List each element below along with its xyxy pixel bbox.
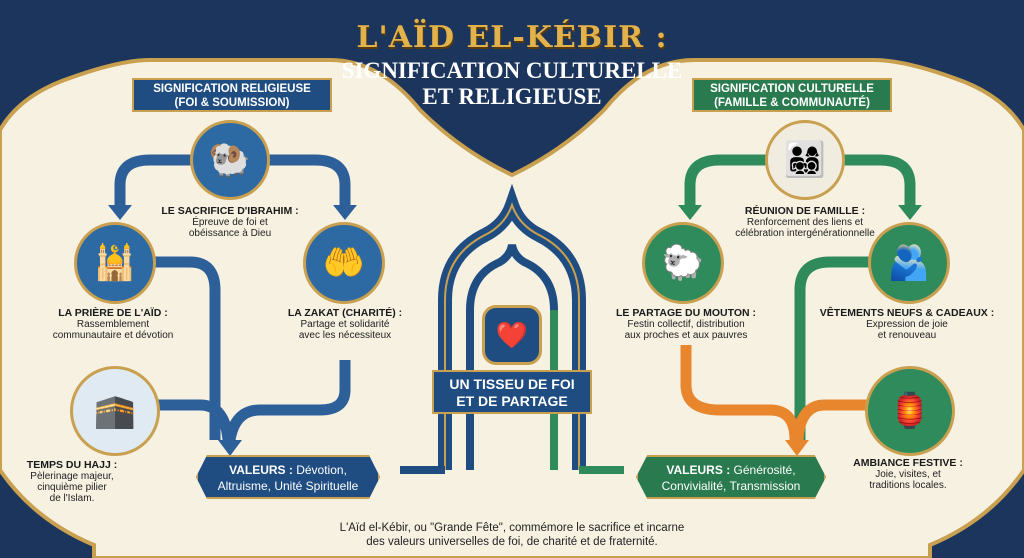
religious-connectors — [114, 154, 351, 442]
center-ribbon: UN TISSEU DE FOI ET DE PARTAGE — [432, 370, 592, 414]
footer-caption: L'Aïd el-Kébir, ou "Grande Fête", commém… — [262, 521, 762, 549]
values-label: VALEURS : — [666, 463, 731, 477]
item-text: et renouveau — [877, 330, 937, 341]
item-text: Pèlerinage majeur, — [30, 471, 114, 482]
religious-values-box: VALEURS : Dévotion, Altruisme, Unité Spi… — [196, 455, 380, 499]
item-vetements: VÊTEMENTS NEUFS & CADEAUX : Expression d… — [807, 307, 1007, 342]
subtitle-line-1: SIGNIFICATION CULTURELLE — [341, 58, 683, 83]
crescent-mosque-icon: 🕌 — [74, 222, 156, 304]
item-title: AMBIANCE FESTIVE : — [853, 457, 963, 469]
values-text: Dévotion, — [296, 463, 347, 477]
item-reunion: RÉUNION DE FAMILLE : Renforcement des li… — [705, 205, 905, 240]
item-text: Joie, visites, et — [875, 469, 941, 480]
item-text: Épreuve de foi et — [192, 217, 268, 228]
cultural-values-box: VALEURS : Générosité, Convivialité, Tran… — [636, 455, 826, 499]
cultural-banner-subtitle: (FAMILLE & COMMUNAUTÉ) — [714, 97, 870, 109]
item-title: VÊTEMENTS NEUFS & CADEAUX : — [819, 307, 995, 319]
item-title: TEMPS DU HAJJ : — [26, 459, 118, 471]
values-text: Générosité, — [733, 463, 796, 477]
subtitle-line-2: ET RELIGIEUSE — [422, 84, 602, 109]
item-title: LE PARTAGE DU MOUTON : — [616, 307, 756, 319]
kaaba-icon: 🕋 — [70, 366, 160, 456]
item-zakat: LA ZAKAT (CHARITÉ) : Partage et solidari… — [245, 307, 445, 342]
values-text: Convivialité, Transmission — [661, 479, 801, 493]
family-hug-icon: 🫂 — [868, 222, 950, 304]
item-title: LA ZAKAT (CHARITÉ) : — [287, 307, 403, 319]
item-mouton: LE PARTAGE DU MOUTON : Festin collectif,… — [586, 307, 786, 342]
item-text: Rassemblement — [76, 319, 150, 330]
central-arch — [400, 183, 624, 474]
item-title: RÉUNION DE FAMILLE : — [744, 205, 866, 217]
item-text: Expression de joie — [866, 319, 948, 330]
footer-line-1: L'Aïd el-Kébir, ou "Grande Fête", commém… — [339, 522, 685, 534]
religious-banner-subtitle: (FOI & SOUMISSION) — [174, 97, 290, 109]
values-text: Altruisme, Unité Spirituelle — [217, 479, 359, 493]
item-text: communautaire et dévotion — [52, 330, 174, 341]
item-festive: AMBIANCE FESTIVE : Joie, visites, et tra… — [848, 457, 968, 492]
values-label: VALEURS : — [229, 463, 293, 477]
item-text: célébration intergénérationnelle — [735, 228, 875, 239]
item-text: Festin collectif, distribution — [627, 319, 745, 330]
lanterns-kids-icon: 🏮 — [865, 366, 955, 456]
item-text: aux proches et aux pauvres — [624, 330, 748, 341]
center-ribbon-line-2: ET DE PARTAGE — [456, 393, 568, 409]
footer-line-2: des valeurs universelles de foi, de char… — [366, 536, 658, 548]
giving-hands-icon: 🤲 — [303, 222, 385, 304]
cultural-connectors — [680, 154, 916, 441]
family-meal-icon: 👨‍👩‍👧‍👦 — [765, 120, 845, 200]
item-priere: LA PRIÈRE DE L'AÏD : Rassemblement commu… — [13, 307, 213, 342]
item-text: Partage et solidarité — [300, 319, 390, 330]
item-text: avec les nécessiteux — [298, 330, 392, 341]
item-text: de l'Islam. — [49, 493, 95, 504]
cultural-banner-title: SIGNIFICATION CULTURELLE — [710, 83, 874, 95]
title-main: L'AÏD EL-KÉBIR : — [356, 20, 668, 55]
item-text: traditions locales. — [869, 480, 947, 491]
item-title: LE SACRIFICE D'IBRAHIM : — [161, 205, 299, 217]
item-hajj: TEMPS DU HAJJ : Pèlerinage majeur, cinqu… — [12, 459, 132, 505]
title-subtitle: SIGNIFICATION CULTURELLE ET RELIGIEUSE — [0, 58, 1024, 110]
sheep-feast-icon: 🐑 — [642, 222, 724, 304]
item-text: Renforcement des liens et — [746, 217, 864, 228]
cultural-banner: SIGNIFICATION CULTURELLE (FAMILLE & COMM… — [692, 78, 892, 112]
religious-banner: SIGNIFICATION RELIGIEUSE (FOI & SOUMISSI… — [132, 78, 332, 112]
religious-banner-title: SIGNIFICATION RELIGIEUSE — [153, 83, 311, 95]
item-sacrifice: LE SACRIFICE D'IBRAHIM : Épreuve de foi … — [130, 205, 330, 240]
ibrahim-ram-icon: 🐏 — [190, 120, 270, 200]
center-ribbon-line-1: UN TISSEU DE FOI — [449, 376, 575, 392]
heart-book-icon: ❤️ — [482, 305, 542, 365]
item-text: obéissance à Dieu — [188, 228, 272, 239]
item-title: LA PRIÈRE DE L'AÏD : — [58, 307, 168, 319]
item-text: cinquième pilier — [37, 482, 107, 493]
